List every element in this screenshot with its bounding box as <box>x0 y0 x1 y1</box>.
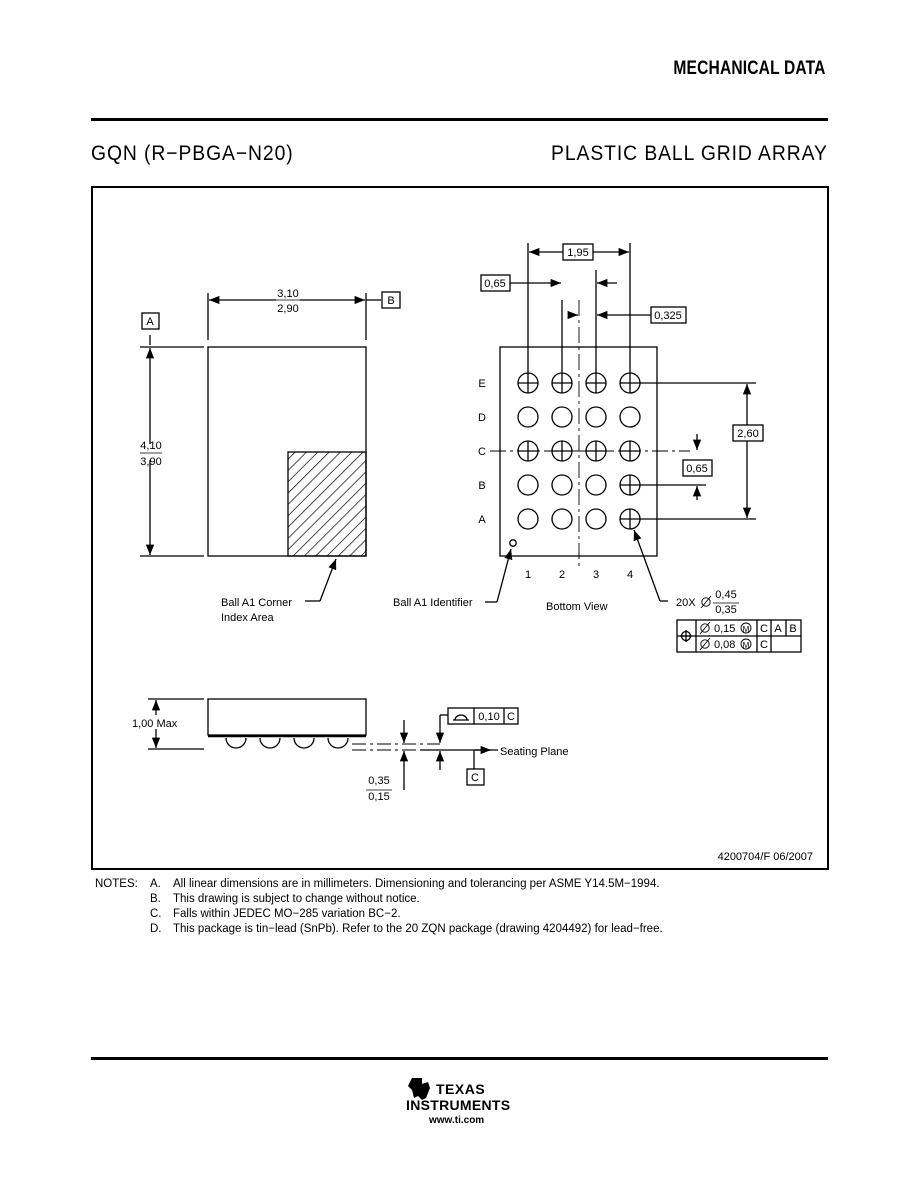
note-text: All linear dimensions are in millimeters… <box>173 878 660 890</box>
col-label-3: 3 <box>593 569 599 581</box>
note-text: This drawing is subject to change withou… <box>173 893 420 905</box>
ti-logo: Texas Instruments <box>406 1078 510 1113</box>
brand-instruments: Instruments <box>406 1097 510 1113</box>
row-span: 2,60 <box>737 428 758 440</box>
row-label-d: D <box>478 412 486 424</box>
drawing-number: 4200704/F 06/2007 <box>718 851 813 863</box>
brand-texas: Texas <box>436 1081 485 1097</box>
note-key: C. <box>150 908 162 920</box>
coplanarity-datum: C <box>507 711 515 723</box>
ball-dia-max: 0,45 <box>715 589 736 601</box>
mmc-symbol-1: M <box>743 625 750 634</box>
row-label-c: C <box>478 446 486 458</box>
row-pitch: 0,65 <box>686 463 707 475</box>
standoff-min: 0,15 <box>368 791 389 803</box>
note-key: B. <box>150 893 161 905</box>
website-url: www.ti.com <box>429 1115 485 1126</box>
datum-b-label: B <box>387 295 394 307</box>
width-max: 3,10 <box>277 288 298 300</box>
package-type: PLASTIC BALL GRID ARRAY <box>551 142 828 165</box>
texas-shape-icon <box>408 1078 430 1100</box>
side-view-body <box>207 698 367 736</box>
section-title: MECHANICAL DATA <box>673 58 826 79</box>
note-key: D. <box>150 923 162 935</box>
width-min: 2,90 <box>277 303 298 315</box>
datum-c-box <box>466 768 485 786</box>
fcf2-datum-c: C <box>760 639 768 651</box>
corner-label-2: Index Area <box>221 612 274 624</box>
fcf-datum-b: B <box>789 623 796 635</box>
seating-plane-label: Seating Plane <box>500 746 569 758</box>
row-label-b: B <box>478 480 485 492</box>
height-max: 1,00 Max <box>132 718 178 730</box>
fcf-datum-a: A <box>774 623 782 635</box>
length-max: 4,10 <box>140 440 161 452</box>
corner-index-area <box>287 451 367 557</box>
col-label-2: 2 <box>559 569 565 581</box>
ball-dia-min: 0,35 <box>715 604 736 616</box>
note-text: This package is tin−lead (SnPb). Refer t… <box>173 923 663 935</box>
datum-a-box <box>141 312 160 330</box>
bottom-rule <box>91 1057 828 1060</box>
pitch-span: 1,95 <box>567 247 588 259</box>
pitch: 0,65 <box>484 278 505 290</box>
ball-a1-identifier: Ball A1 Identifier <box>393 597 473 609</box>
note-key: A. <box>150 878 161 890</box>
datum-c-label: C <box>471 772 479 784</box>
top-rule <box>91 118 828 121</box>
half-pitch: 0,325 <box>654 310 682 322</box>
ball-count: 20X <box>676 597 696 609</box>
datum-b-box <box>381 291 401 309</box>
length-min: 3,90 <box>140 456 161 468</box>
corner-label-1: Ball A1 Corner <box>221 597 292 609</box>
drawing-frame <box>91 186 829 870</box>
fcf-datum-c: C <box>760 623 768 635</box>
standoff-max: 0,35 <box>368 775 389 787</box>
row-label-a: A <box>478 514 486 526</box>
bottom-view-body <box>499 346 658 557</box>
note-text: Falls within JEDEC MO−285 variation BC−2… <box>173 908 401 920</box>
bottom-view-label: Bottom View <box>546 601 608 613</box>
tol1: 0,15 <box>714 623 735 635</box>
tol2: 0,08 <box>714 639 735 651</box>
notes-label: NOTES: <box>95 878 138 890</box>
row-label-e: E <box>478 378 485 390</box>
col-label-1: 1 <box>525 569 531 581</box>
col-label-4: 4 <box>627 569 633 581</box>
mmc-symbol-2: M <box>743 641 750 650</box>
datum-a-label: A <box>146 316 154 328</box>
coplanarity: 0,10 <box>478 711 499 723</box>
package-code: GQN (R−PBGA−N20) <box>91 142 294 165</box>
